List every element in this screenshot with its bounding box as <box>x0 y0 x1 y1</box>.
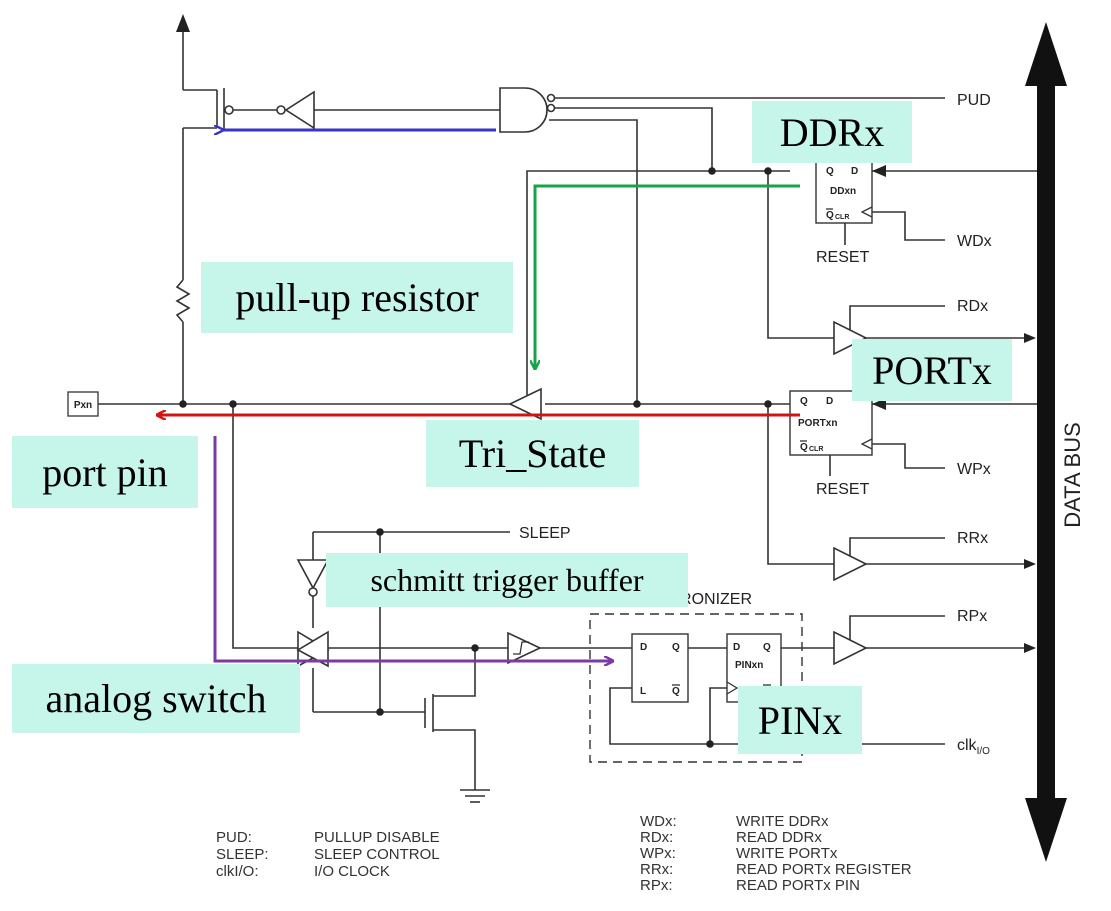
portxn-flipflop: Q D PORTxn Q CLR RESET <box>789 390 1037 498</box>
junctions <box>179 167 772 748</box>
schmitt-trigger <box>507 631 632 665</box>
vcc-arrow <box>176 14 190 90</box>
legend-key: SLEEP: <box>216 846 269 863</box>
legend-value: WRITE PORTx <box>736 845 838 862</box>
rpx-label: RPx <box>957 608 987 625</box>
pin-input-arrow <box>213 436 612 661</box>
wdx-label: WDx <box>957 233 992 250</box>
latch-d: D <box>640 642 647 653</box>
portxn-qbar: Q <box>800 442 808 453</box>
rrx-label: RRx <box>957 530 988 547</box>
callout-pinx: PINx <box>738 686 862 754</box>
legend-key: WPx: <box>640 845 676 862</box>
callout-portx: PORTx <box>852 339 1012 401</box>
pxn-pin: Pxn <box>67 391 790 417</box>
rdx-label: RDx <box>957 298 988 315</box>
data-bus: DATA BUS <box>1025 22 1085 862</box>
legend-key: RPx: <box>640 877 673 894</box>
rdx-buffer <box>767 171 1036 356</box>
reset-label-ddr: RESET <box>816 249 870 266</box>
clkio-label: clkI/O <box>957 737 990 757</box>
pinxn-label: PINxn <box>735 660 763 671</box>
callout-ddrx: DDRx <box>752 101 912 163</box>
pud-label: PUD <box>957 92 991 109</box>
data-bus-label: DATA BUS <box>1060 422 1085 528</box>
legend-key: clkI/O: <box>216 863 259 880</box>
pullup-resistor <box>175 128 191 404</box>
legend-key: RRx: <box>640 861 673 878</box>
analog-switch <box>296 531 510 713</box>
portxn-d: D <box>826 396 833 407</box>
ddxn-label: DDxn <box>830 186 856 197</box>
callout-port-pin: port pin <box>12 436 198 508</box>
legend-value: READ PORTx PIN <box>736 877 860 894</box>
rpx-buffer <box>833 615 1036 666</box>
legend-left: PUD: PULLUP DISABLE SLEEP: SLEEP CONTROL clk… <box>216 829 440 880</box>
legend-value: READ PORTx REGISTER <box>736 861 912 878</box>
latch-l: L <box>640 686 646 697</box>
ddxn-qbar: Q <box>826 210 834 221</box>
ddxn-flipflop: Q D DDxn Q CLR RESET <box>815 160 1037 266</box>
ddxn-q: Q <box>826 166 834 177</box>
sleep-label: SLEEP <box>519 525 571 542</box>
legend-value: WRITE DDRx <box>736 813 829 830</box>
pullup-transistor <box>183 88 282 130</box>
and-gate <box>499 87 945 404</box>
pxn-label: Pxn <box>74 400 92 411</box>
latch-q: Q <box>672 642 680 653</box>
portxn-label: PORTxn <box>798 418 837 429</box>
pud-inverter <box>276 90 500 130</box>
ddxn-d: D <box>851 166 858 177</box>
reset-label-port: RESET <box>816 481 870 498</box>
legend-value: I/O CLOCK <box>314 863 390 880</box>
nmos-transistor <box>424 648 490 803</box>
wpx-label: WPx <box>957 461 991 478</box>
callout-analog-switch: analog switch <box>12 664 300 733</box>
legend-key: RDx: <box>640 829 673 846</box>
pinxn-d: D <box>733 642 740 653</box>
ddr-control-arrow <box>535 184 800 368</box>
portxn-clr: CLR <box>809 446 823 453</box>
ddxn-clr: CLR <box>835 214 849 221</box>
callout-tri-state: Tri_State <box>426 420 639 487</box>
legend-key: PUD: <box>216 829 252 846</box>
rrx-buffer <box>767 404 1036 582</box>
pinxn-q: Q <box>763 642 771 653</box>
legend-value: PULLUP DISABLE <box>314 829 440 846</box>
tristate-buffer <box>508 170 790 421</box>
legend-value: SLEEP CONTROL <box>314 846 440 863</box>
callout-schmitt-trigger: schmitt trigger buffer <box>326 553 688 607</box>
legend-key: WDx: <box>640 813 677 830</box>
callout-pullup-resistor: pull-up resistor <box>201 262 513 333</box>
legend-value: READ DDRx <box>736 829 822 846</box>
portxn-q: Q <box>800 396 808 407</box>
latch-qbar: Q <box>672 686 680 697</box>
